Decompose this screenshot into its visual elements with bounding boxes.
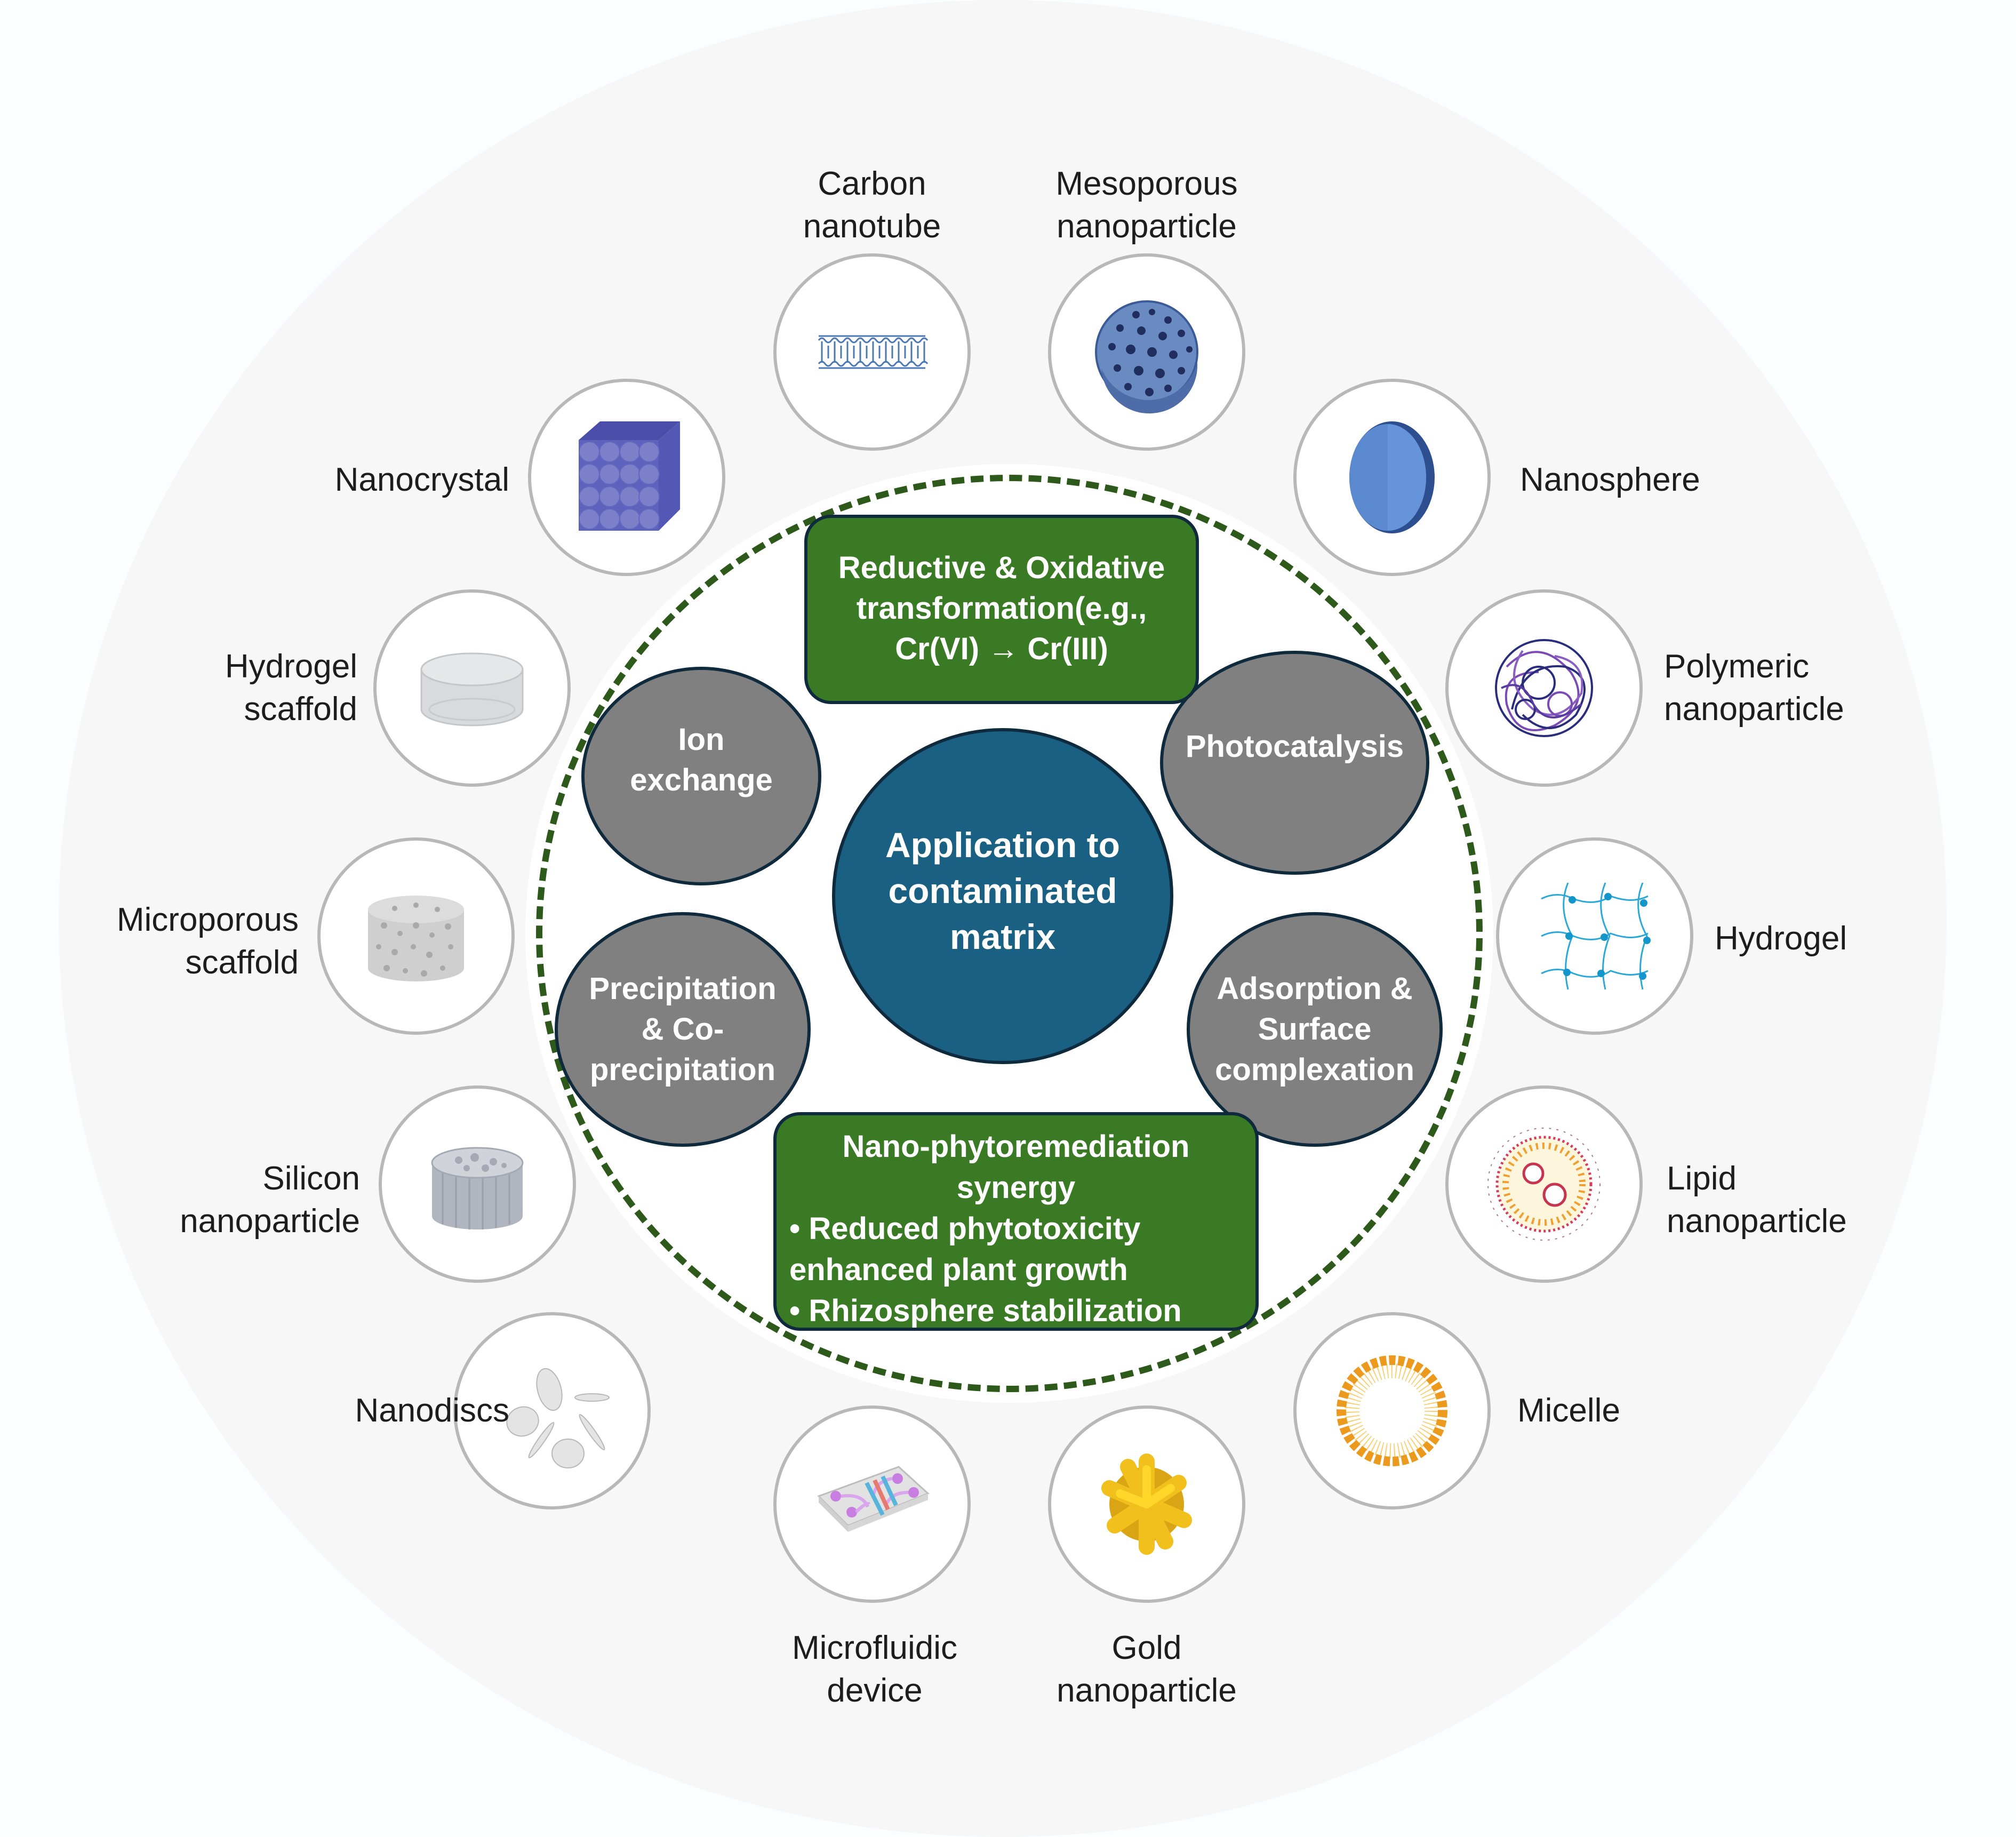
label-line: nanoparticle	[1667, 1203, 1847, 1240]
label-line: Silicon	[262, 1160, 360, 1197]
node-lipid-nanoparticle	[1445, 1085, 1643, 1283]
label-hydrogel: Hydrogel	[1715, 917, 1847, 960]
box-line: Reductive & Oxidative	[838, 550, 1165, 585]
phytoremediation-synergy-box: Nano-phytoremediation synergy • Reduced …	[773, 1112, 1259, 1331]
label-micelle: Micelle	[1517, 1389, 1620, 1432]
label-line: nanotube	[803, 208, 941, 245]
micelle-icon	[1337, 1355, 1447, 1466]
carbon-nanotube-icon	[818, 335, 929, 369]
box-title-line: synergy	[956, 1170, 1076, 1205]
node-silicon-nanoparticle	[379, 1085, 576, 1283]
node-microporous-scaffold	[317, 837, 515, 1035]
label-line: Nanodiscs	[355, 1392, 509, 1429]
center-hub: Application to contaminated matrix	[832, 728, 1173, 1064]
node-carbon-nanotube	[773, 253, 971, 451]
label-line: nanoparticle	[1057, 1672, 1237, 1709]
label-line: Micelle	[1517, 1392, 1620, 1429]
box-line: transformation(e.g.,	[856, 591, 1147, 626]
node-microfluidic-device	[773, 1405, 971, 1603]
label-line: device	[827, 1672, 923, 1709]
hub-line: contaminated	[888, 871, 1117, 910]
redox-transformation-box: Reductive & Oxidative transformation(e.g…	[804, 515, 1199, 704]
label-line: nanoparticle	[180, 1203, 360, 1240]
box-title-line: Nano-phytoremediation	[842, 1129, 1190, 1164]
lipid-nanoparticle-icon	[1487, 1128, 1601, 1241]
node-nanocrystal	[528, 379, 725, 576]
label-line: Mesoporous	[1055, 165, 1238, 202]
label-hydrogel-scaffold: Hydrogel scaffold	[225, 645, 357, 731]
mechanism-line: & Co-	[641, 1012, 724, 1047]
microfluidic-chip-icon	[817, 1466, 930, 1532]
node-gold-nanoparticle	[1048, 1405, 1245, 1603]
mechanism-line: Precipitation	[589, 971, 777, 1006]
label-line: scaffold	[244, 691, 357, 728]
node-mesoporous-nanoparticle	[1048, 253, 1245, 451]
label-nanosphere: Nanosphere	[1520, 459, 1700, 501]
box-line: Cr(VI) → Cr(III)	[895, 632, 1108, 666]
label-nanocrystal: Nanocrystal	[335, 459, 509, 501]
mechanism-line: complexation	[1215, 1052, 1414, 1087]
label-line: Nanosphere	[1520, 461, 1700, 498]
label-microfluidic-device: Microfluidic device	[792, 1627, 957, 1712]
mesoporous-sphere-icon	[1095, 300, 1198, 414]
porous-scaffold-icon	[368, 896, 464, 981]
node-hydrogel	[1496, 837, 1693, 1035]
mechanism-line: Ion	[678, 722, 725, 757]
box-bullet: • Reduced phytotoxicity	[789, 1211, 1141, 1246]
label-line: nanoparticle	[1664, 691, 1844, 728]
label-microporous-scaffold: Microporous scaffold	[117, 899, 299, 984]
label-gold-nanoparticle: Gold nanoparticle	[1057, 1627, 1237, 1712]
mechanism-photocatalysis: Photocatalysis	[1160, 651, 1429, 875]
label-polymeric-nanoparticle: Polymeric nanoparticle	[1664, 645, 1844, 731]
hub-line: Application to	[885, 825, 1120, 865]
label-line: Hydrogel	[1715, 920, 1847, 957]
mechanism-line: Surface	[1258, 1012, 1372, 1047]
label-lipid-nanoparticle: Lipid nanoparticle	[1667, 1157, 1847, 1243]
mechanism-line: Adsorption &	[1217, 971, 1413, 1006]
nanocrystal-lattice-icon	[579, 421, 680, 531]
label-mesoporous-nanoparticle: Mesoporous nanoparticle	[1055, 163, 1237, 248]
hub-line: matrix	[949, 917, 1056, 956]
label-nanodiscs: Nanodiscs	[355, 1389, 509, 1432]
label-line: Lipid	[1667, 1160, 1737, 1197]
label-line: Microporous	[116, 901, 299, 938]
silicon-cylinder-icon	[431, 1147, 524, 1229]
label-line: Microfluidic	[791, 1630, 958, 1666]
mechanism-precipitation: Precipitation & Co- precipitation	[555, 912, 811, 1147]
mechanism-line: Photocatalysis	[1185, 729, 1404, 764]
label-line: scaffold	[185, 944, 299, 981]
node-micelle	[1293, 1312, 1491, 1509]
nanosphere-icon	[1349, 421, 1435, 533]
box-bullet: enhanced plant growth	[789, 1252, 1128, 1287]
nanodiscs-icon	[506, 1368, 610, 1468]
label-line: Carbon	[818, 165, 926, 202]
mechanism-line: exchange	[630, 763, 773, 797]
hydrogel-cylinder-icon	[420, 652, 524, 726]
label-line: nanoparticle	[1057, 208, 1237, 245]
box-bullet: • Rhizosphere stabilization	[789, 1293, 1182, 1328]
node-polymeric-nanoparticle	[1445, 589, 1643, 787]
mechanism-line: precipitation	[589, 1052, 775, 1087]
gold-nanostar-icon	[1101, 1453, 1192, 1555]
label-line: Gold	[1111, 1630, 1182, 1666]
mechanism-adsorption: Adsorption & Surface complexation	[1187, 912, 1443, 1147]
mechanism-ion-exchange: Ion exchange	[581, 667, 821, 885]
node-nanosphere	[1293, 379, 1491, 576]
hydrogel-network-icon	[1541, 882, 1651, 990]
label-line: Nanocrystal	[334, 461, 509, 498]
label-carbon-nanotube: Carbon nanotube	[803, 163, 941, 248]
node-nanodiscs	[453, 1312, 651, 1509]
label-line: Hydrogel	[225, 648, 357, 685]
node-hydrogel-scaffold	[373, 589, 571, 787]
polymer-coil-icon	[1495, 639, 1593, 737]
label-line: Polymeric	[1664, 648, 1810, 685]
label-silicon-nanoparticle: Silicon nanoparticle	[180, 1157, 360, 1243]
